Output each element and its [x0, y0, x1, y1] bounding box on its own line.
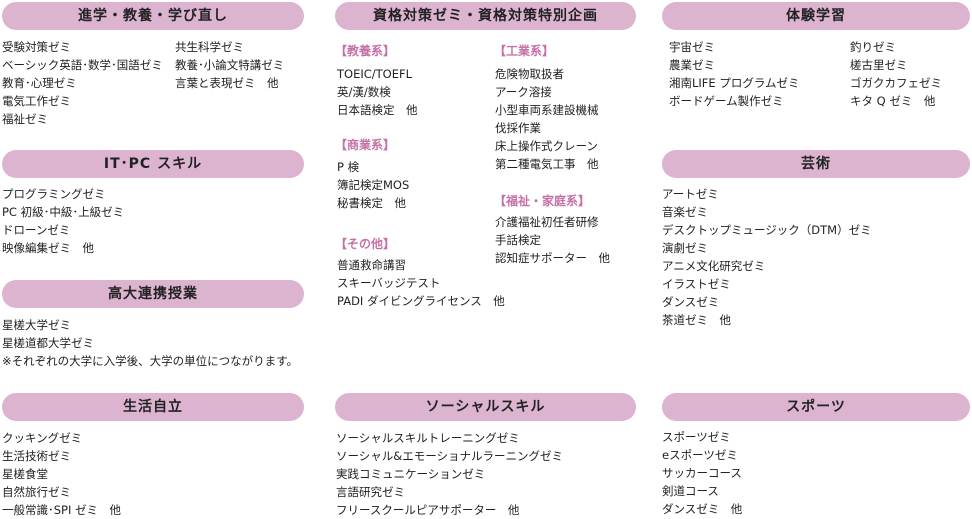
list-item: 言葉と表現ゼミ 他: [175, 76, 279, 90]
taiken-list-right: 釣りゼミ槎古里ゼミゴガクカフェゼミキタ Q ゼミ 他: [850, 38, 942, 110]
section-header-sports: スポーツ: [662, 393, 970, 421]
list-item: 秘書検定 他: [337, 196, 406, 210]
group-heading-kougyou: 【工業系】: [494, 44, 555, 58]
list-item: 農業ゼミ: [669, 58, 715, 72]
list-item: 槎古里ゼミ: [850, 58, 908, 72]
list-item: アニメ文化研究ゼミ: [662, 259, 766, 273]
list-item: 第二種電気工事 他: [495, 157, 599, 171]
list-item: 実践コミュニケーションゼミ: [336, 467, 486, 481]
list-item: 日本語検定 他: [337, 103, 418, 117]
list-item: ソーシャル&エモーショナルラーニングゼミ: [336, 449, 564, 463]
list-item: 星槎食堂: [2, 467, 48, 481]
list-item: デスクトップミュージック（DTM）ゼミ: [662, 223, 872, 237]
list-item: アーク溶接: [495, 85, 552, 99]
list-item: 星槎道都大学ゼミ: [2, 336, 94, 350]
list-item: 電気工作ゼミ: [2, 94, 71, 108]
list-item: ソーシャルスキルトレーニングゼミ: [336, 431, 520, 445]
list-item: eスポーツゼミ: [662, 448, 738, 462]
list-item: 一般常識･SPI ゼミ 他: [2, 503, 122, 517]
group-heading-fukushi: 【福祉・家庭系】: [494, 194, 591, 208]
shougyou-list: P 検簿記検定MOS 秘書検定 他: [337, 158, 409, 212]
list-item: 音楽ゼミ: [662, 205, 708, 219]
list-item: プログラミングゼミ: [2, 187, 106, 201]
fukushi-list: 介護福祉初任者研修手話検定認知症サポーター 他: [495, 213, 610, 267]
list-item: 生活技術ゼミ: [2, 449, 71, 463]
section-header-geijutsu: 芸術: [662, 150, 970, 178]
list-item: 伐採作業: [495, 121, 541, 135]
kyouyou-list: TOEIC/TOEFL 英/漢/数検日本語検定 他: [337, 65, 418, 119]
list-item: 簿記検定MOS: [337, 178, 410, 192]
list-item: ダンスゼミ: [662, 295, 720, 309]
shingaku-list-right: 共生科学ゼミ教養･小論文特講ゼミ言葉と表現ゼミ 他: [175, 38, 284, 92]
list-item: キタ Q ゼミ 他: [850, 94, 936, 108]
seikatsu-list: クッキングゼミ生活技術ゼミ星槎食堂自然旅行ゼミ一般常識･SPI ゼミ 他: [2, 429, 121, 519]
list-item: 釣りゼミ: [850, 40, 896, 54]
list-item: 星槎大学ゼミ: [2, 318, 71, 332]
list-item: PC 初級･中級･上級ゼミ: [2, 205, 125, 219]
list-item: 危険物取扱者: [495, 67, 564, 81]
it-list: プログラミングゼミ PC 初級･中級･上級ゼミドローンゼミ映像編集ゼミ 他: [2, 185, 124, 257]
list-item: 手話検定: [495, 233, 541, 247]
list-item: 宇宙ゼミ: [669, 40, 715, 54]
list-item: 共生科学ゼミ: [175, 40, 244, 54]
section-header-it: IT･PC スキル: [2, 150, 304, 178]
list-item: 介護福祉初任者研修: [495, 215, 599, 229]
kougyou-list: 危険物取扱者アーク溶接小型車両系建設機械伐採作業床上操作式クレーン第二種電気工事…: [495, 65, 599, 173]
list-item: ドローンゼミ: [2, 223, 71, 237]
sonota-list: 普通救命講習スキーバッジテスト PADI ダイビングライセンス 他: [337, 256, 505, 310]
list-item: フリースクールピアサポーター 他: [336, 503, 520, 517]
list-item: クッキングゼミ: [2, 431, 83, 445]
list-item: 受験対策ゼミ: [2, 40, 71, 54]
section-header-shikaku: 資格対策ゼミ・資格対策特別企画: [335, 2, 636, 30]
section-header-koudai: 高大連携授業: [2, 280, 304, 308]
list-item: スポーツゼミ: [662, 430, 731, 444]
list-item: 剣道コース: [662, 484, 719, 498]
list-item: 湘南LIFE プログラムゼミ: [669, 76, 800, 90]
list-item: ボードゲーム製作ゼミ: [669, 94, 784, 108]
section-header-taiken: 体験学習: [662, 2, 970, 30]
list-item: アートゼミ: [662, 187, 719, 201]
list-item: ゴガクカフェゼミ: [850, 76, 942, 90]
list-item: 教育･心理ゼミ: [2, 76, 77, 90]
sports-list: スポーツゼミ eスポーツゼミサッカーコース剣道コースダンスゼミ 他: [662, 428, 742, 518]
list-item: 自然旅行ゼミ: [2, 485, 71, 499]
shingaku-list-left: 受験対策ゼミベーシック英語･数学･国語ゼミ教育･心理ゼミ電気工作ゼミ福祉ゼミ: [2, 38, 163, 128]
list-item: 英/漢/数検: [337, 85, 391, 99]
list-item: 普通救命講習: [337, 258, 406, 272]
list-item: TOEIC/TOEFL: [337, 67, 413, 81]
list-item: ダンスゼミ 他: [662, 502, 743, 516]
list-item: 教養･小論文特講ゼミ: [175, 58, 285, 72]
geijutsu-list: アートゼミ音楽ゼミデスクトップミュージック（DTM）ゼミ演劇ゼミアニメ文化研究ゼ…: [662, 185, 872, 329]
list-item: 演劇ゼミ: [662, 241, 708, 255]
list-item: P 検: [337, 160, 360, 174]
list-item: ベーシック英語･数学･国語ゼミ: [2, 58, 163, 72]
section-header-seikatsu: 生活自立: [2, 393, 304, 421]
list-item: 言語研究ゼミ: [336, 485, 405, 499]
group-heading-shougyou: 【商業系】: [335, 138, 396, 152]
list-item: 小型車両系建設機械: [495, 103, 599, 117]
taiken-list-left: 宇宙ゼミ農業ゼミ湘南LIFE プログラムゼミボードゲーム製作ゼミ: [669, 38, 800, 110]
group-heading-sonota: 【その他】: [335, 237, 396, 251]
list-item: イラストゼミ: [662, 277, 731, 291]
section-header-social: ソーシャルスキル: [335, 393, 636, 421]
list-item: 認知症サポーター 他: [495, 251, 610, 265]
list-item: 映像編集ゼミ 他: [2, 241, 94, 255]
list-item: サッカーコース: [662, 466, 742, 480]
list-item: スキーバッジテスト: [337, 276, 441, 290]
list-item: 福祉ゼミ: [2, 112, 48, 126]
list-item: PADI ダイビングライセンス 他: [337, 294, 505, 308]
koudai-list: 星槎大学ゼミ星槎道都大学ゼミ ※それぞれの大学に入学後、大学の単位につながります。: [2, 316, 298, 370]
list-item: ※それぞれの大学に入学後、大学の単位につながります。: [2, 354, 298, 368]
group-heading-kyouyou: 【教養系】: [335, 44, 396, 58]
list-item: 床上操作式クレーン: [495, 139, 598, 153]
list-item: 茶道ゼミ 他: [662, 313, 731, 327]
section-header-shingaku: 進学・教養・学び直し: [2, 2, 304, 30]
social-list: ソーシャルスキルトレーニングゼミソーシャル&エモーショナルラーニングゼミ実践コミ…: [336, 429, 563, 519]
